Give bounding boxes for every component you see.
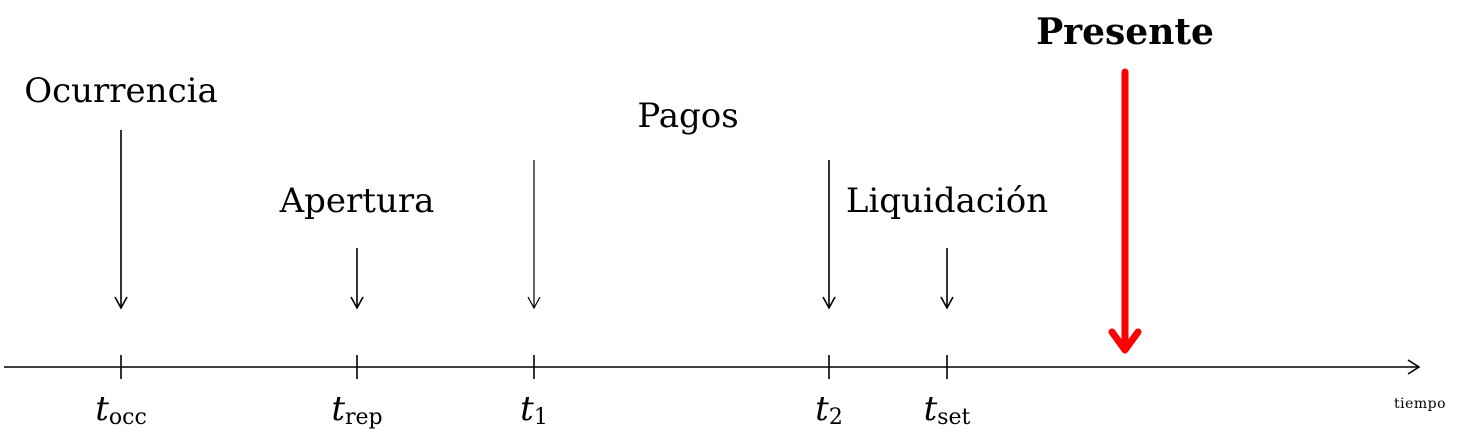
tick-label-t-set: tset bbox=[924, 389, 971, 430]
tick-label-t-rep: trep bbox=[331, 389, 382, 430]
tick-label-t-2: t2 bbox=[815, 389, 843, 430]
label-liquidacion: Liquidación bbox=[846, 181, 1048, 221]
arrow-liquidacion bbox=[940, 248, 954, 310]
arrow-pago-2 bbox=[822, 160, 836, 310]
label-apertura: Apertura bbox=[279, 181, 435, 221]
arrow-ocurrencia bbox=[114, 130, 128, 310]
label-pagos: Pagos bbox=[637, 96, 738, 136]
arrow-apertura bbox=[350, 248, 364, 310]
time-axis-arrowhead bbox=[1407, 359, 1421, 375]
axis-label-tiempo: tiempo bbox=[1394, 396, 1446, 412]
tick-label-t-1: t1 bbox=[520, 389, 548, 430]
arrow-presente bbox=[1108, 68, 1142, 354]
label-ocurrencia: Ocurrencia bbox=[24, 71, 218, 111]
arrow-pago-1 bbox=[527, 160, 541, 310]
label-presente: Presente bbox=[1036, 11, 1214, 53]
tick-label-t-occ: tocc bbox=[95, 389, 147, 430]
